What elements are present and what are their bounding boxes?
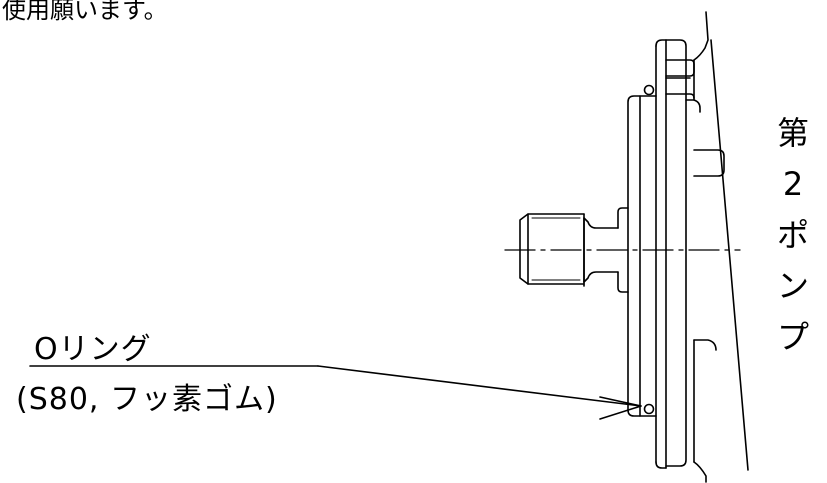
oring-top (643, 84, 655, 96)
housing-break-top (693, 11, 709, 61)
housing-port (693, 149, 725, 177)
top-note-text: 使用願います。 (2, 0, 168, 24)
oring-label: Oリング (34, 332, 152, 367)
housing-slant-edge (710, 39, 749, 471)
oring-spec-label: (S80, フッ素ゴム) (16, 382, 278, 417)
housing-break-bottom (693, 461, 707, 483)
hub-body (627, 95, 657, 417)
second-pump-label: 第2ポンプ (776, 114, 809, 356)
oring-bottom (643, 403, 655, 415)
cover-plate (655, 39, 695, 469)
oring-leader (29, 365, 642, 420)
threaded-end (519, 213, 585, 287)
pump-housing (685, 11, 749, 483)
